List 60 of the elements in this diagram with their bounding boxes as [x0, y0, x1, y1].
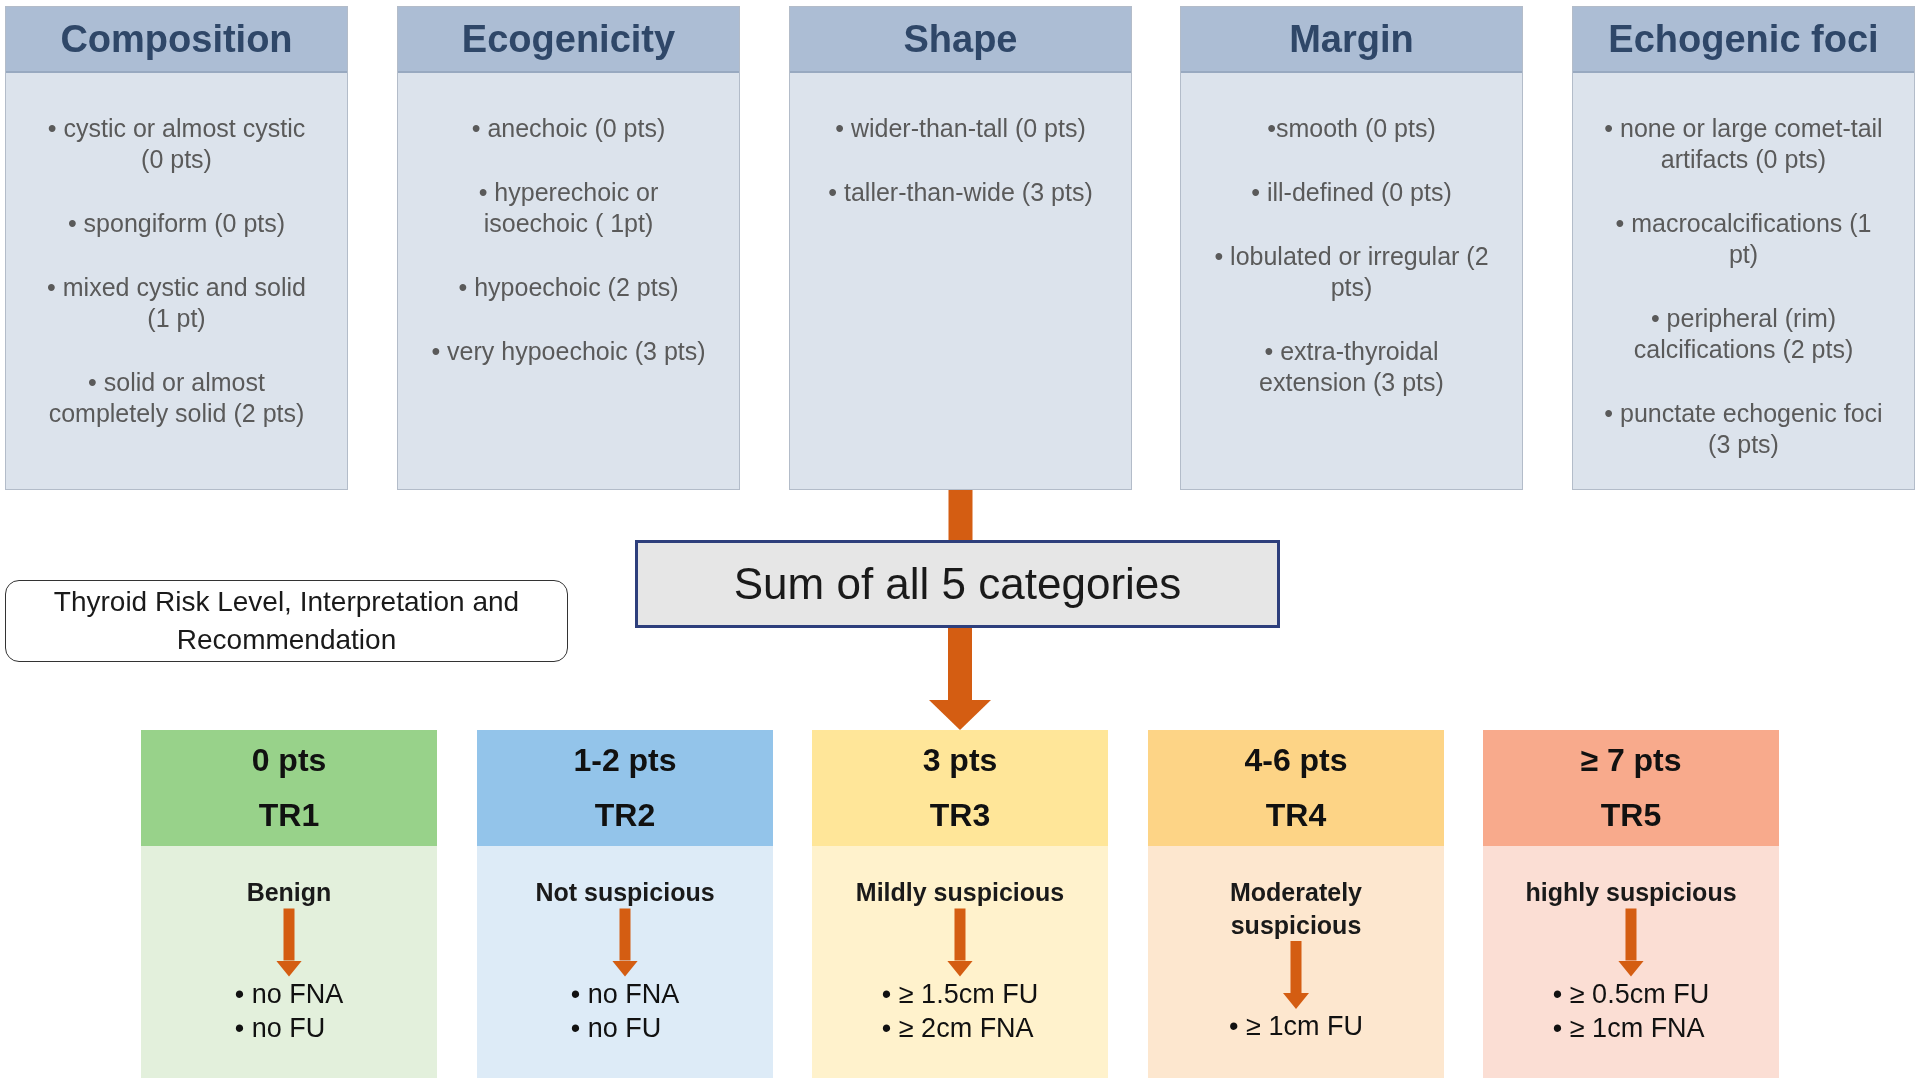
category-header: Ecogenicity: [398, 7, 739, 73]
category-header: Margin: [1181, 7, 1522, 73]
risk-level-code: TR3: [929, 798, 991, 834]
risk-interpretation: highly suspicious: [1525, 876, 1737, 909]
risk-level-code: TR4: [1265, 798, 1327, 834]
score-range: 3 pts: [922, 742, 998, 778]
score-range: ≥ 7 pts: [1580, 742, 1682, 778]
criterion-item: • ill-defined (0 pts): [1251, 177, 1452, 208]
recommendation-item: • ≥ 2cm FNA: [881, 1011, 1035, 1045]
criterion-item: • peripheral (rim) calcifications (2 pts): [1632, 303, 1855, 365]
category-card: [789, 6, 1132, 490]
risk-level-card: [1483, 730, 1779, 1078]
risk-level-code: TR2: [594, 798, 656, 834]
recommendation-item: • ≥ 1cm FU: [1229, 1010, 1363, 1043]
recommendation-item: • ≥ 0.5cm FU: [1552, 977, 1710, 1011]
section-label-box: Thyroid Risk Level, Interpretation and Recommendation: [5, 580, 568, 662]
risk-level-card: [141, 730, 437, 1078]
criterion-item: • solid or almost completely solid (2 pts): [47, 367, 306, 429]
risk-level-code: TR1: [258, 798, 320, 834]
category-card: [1572, 6, 1915, 490]
criterion-item: • macrocalcifications (1 pt): [1614, 208, 1873, 270]
criterion-item: • punctate echogenic foci (3 pts): [1604, 398, 1883, 460]
recommendation-item: • no FU: [234, 1011, 327, 1045]
category-header: Composition: [6, 7, 347, 73]
recommendation-item: • ≥ 1.5cm FU: [881, 977, 1039, 1011]
risk-interpretation: Not suspicious: [535, 876, 715, 909]
criterion-item: • extra-thyroidal extension (3 pts): [1258, 336, 1445, 398]
category-card: [1180, 6, 1523, 490]
connector-line: [948, 490, 973, 540]
criterion-item: • spongiform (0 pts): [67, 208, 286, 239]
criterion-item: • anechoic (0 pts): [471, 113, 666, 144]
recommendation-item: • no FNA: [570, 977, 680, 1011]
category-header: Echogenic foci: [1573, 7, 1914, 73]
criterion-item: • hyperechoic or isoechoic ( 1pt): [477, 177, 660, 239]
criterion-item: • none or large comet-tail artifacts (0 pts): [1604, 113, 1883, 175]
recommendation-item: • no FU: [570, 1011, 663, 1045]
score-range: 1-2 pts: [573, 742, 677, 778]
criterion-item: • cystic or almost cystic (0 pts): [46, 113, 307, 175]
score-range: 4-6 pts: [1244, 742, 1348, 778]
criterion-item: • mixed cystic and solid (1 pt): [46, 272, 307, 334]
criterion-item: • wider-than-tall (0 pts): [835, 113, 1086, 144]
category-card: [5, 6, 348, 490]
risk-level-card: [1148, 730, 1444, 1078]
recommendation-item: • ≥ 1cm FNA: [1552, 1011, 1706, 1045]
risk-level-code: TR5: [1600, 798, 1662, 834]
risk-interpretation: Benign: [246, 876, 332, 909]
criterion-item: • very hypoechoic (3 pts): [431, 336, 706, 367]
criterion-item: • hypoechoic (2 pts): [458, 272, 679, 303]
risk-level-card: [812, 730, 1108, 1078]
category-header: Shape: [790, 7, 1131, 73]
risk-interpretation: Moderately suspicious: [1171, 876, 1421, 941]
risk-interpretation: Mildly suspicious: [855, 876, 1065, 909]
criterion-item: • lobulated or irregular (2 pts): [1213, 241, 1490, 303]
sum-box: Sum of all 5 categories: [635, 540, 1280, 628]
risk-level-card: [477, 730, 773, 1078]
criterion-item: •smooth (0 pts): [1267, 113, 1436, 144]
recommendation-item: • no FNA: [234, 977, 344, 1011]
category-card: [397, 6, 740, 490]
criterion-item: • taller-than-wide (3 pts): [828, 177, 1093, 208]
score-range: 0 pts: [251, 742, 327, 778]
